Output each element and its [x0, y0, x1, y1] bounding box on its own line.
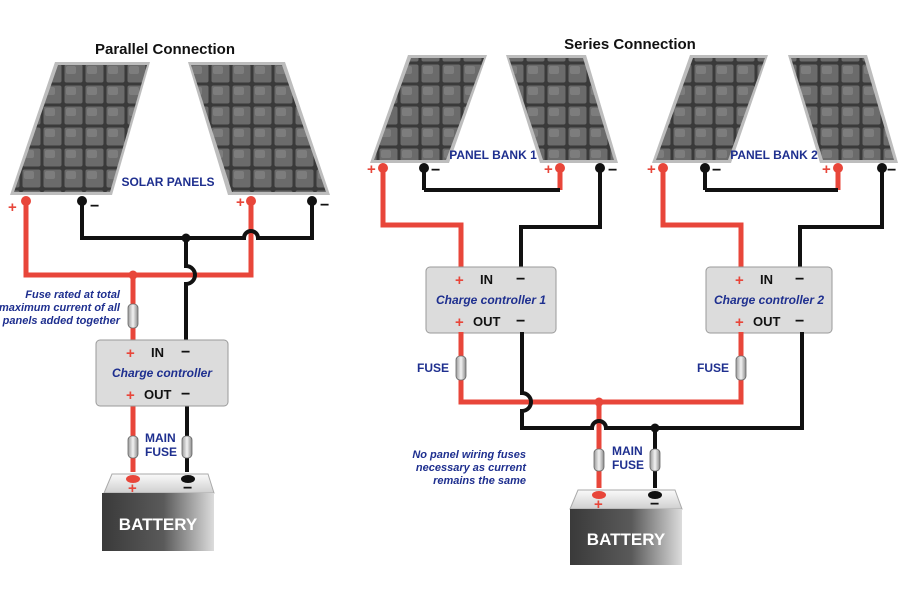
series-main-fuse-label-line1: MAIN [612, 444, 643, 458]
cc1-out-label: OUT [473, 314, 501, 329]
parallel-main-fuse-label-line1: MAIN [145, 431, 176, 445]
cc2-in-minus: − [795, 271, 804, 288]
cc1-in-plus: + [455, 272, 464, 289]
bank1-plus-sign-right: + [544, 161, 553, 178]
series-battery: + − BATTERY [569, 489, 683, 565]
bank1-right-positive-terminal [555, 163, 565, 173]
parallel-fuse-note-line2: maximum current of all [0, 302, 121, 314]
cc2-in-label: IN [760, 272, 773, 287]
bank2-left-negative-terminal [700, 163, 710, 173]
bank2-minus-sign-left: − [712, 162, 721, 179]
cc1-output-fuse [455, 355, 467, 381]
bank2-plus-sign-right: + [822, 161, 831, 178]
series-bank2-panel-left [652, 55, 768, 163]
bank1-positive-wire [380, 170, 464, 270]
bank1-left-negative-terminal [419, 163, 429, 173]
solar-panels-label: SOLAR PANELS [121, 175, 214, 189]
bank2-right-positive-terminal [833, 163, 843, 173]
series-output-negative-wire [520, 332, 804, 488]
cc1-out-plus: + [455, 314, 464, 331]
parallel-positive-junction [128, 270, 138, 280]
cc2-out-label: OUT [753, 314, 781, 329]
parallel-cc-out-label: OUT [144, 387, 172, 402]
parallel-fuse [127, 303, 139, 329]
parallel-panel1-negative-terminal [77, 196, 87, 206]
cc2-output-fuse [735, 355, 747, 381]
cc1-in-label: IN [480, 272, 493, 287]
parallel-negative-junction [181, 233, 191, 243]
cc2-in-plus: + [735, 272, 744, 289]
parallel-cc-in-plus: + [126, 345, 135, 362]
parallel-cc-out-minus: − [181, 386, 190, 403]
bank2-positive-terminal [658, 163, 668, 173]
parallel-panel2-minus-sign: − [320, 197, 329, 214]
parallel-fuse-note-line1: Fuse rated at total [25, 289, 121, 301]
bank1-negative-terminal [595, 163, 605, 173]
series-main-fuse-negative [649, 448, 661, 472]
bank1-minus-sign-left: − [431, 162, 440, 179]
parallel-panel1-plus-sign: + [8, 199, 17, 216]
parallel-panel1-minus-sign: − [90, 198, 99, 215]
parallel-panel2-plus-sign: + [236, 194, 245, 211]
series-positive-junction [594, 397, 604, 407]
parallel-panel2-positive-terminal [246, 196, 256, 206]
series-bank2-panel-right [788, 55, 898, 163]
series-charge-controller-2: + IN − Charge controller 2 + OUT − [705, 266, 833, 334]
parallel-solar-panel-left [10, 62, 150, 195]
panel-bank-2-label: PANEL BANK 2 [730, 148, 818, 162]
bank2-plus-sign-left: + [647, 161, 656, 178]
series-note-line2: necessary as current [416, 462, 527, 474]
bank1-plus-sign-left: + [367, 161, 376, 178]
cc1-out-minus: − [516, 313, 525, 330]
bank1-positive-terminal [378, 163, 388, 173]
parallel-panel2-negative-terminal [307, 196, 317, 206]
parallel-main-fuse-positive [127, 435, 139, 459]
cc1-in-minus: − [516, 271, 525, 288]
parallel-title: Parallel Connection [95, 41, 235, 58]
cc1-name: Charge controller 1 [436, 293, 546, 307]
series-note-line3: remains the same [433, 475, 526, 487]
series-title: Series Connection [564, 36, 696, 53]
series-main-fuse-label-line2: FUSE [612, 458, 644, 472]
series-negative-junction [650, 423, 660, 433]
parallel-cc-in-label: IN [151, 345, 164, 360]
parallel-battery-minus: − [183, 480, 192, 497]
cc2-out-minus: − [795, 313, 804, 330]
parallel-main-fuse-negative [181, 435, 193, 459]
parallel-panel1-positive-terminal [21, 196, 31, 206]
series-battery-minus: − [650, 496, 659, 513]
parallel-cc-in-minus: − [181, 344, 190, 361]
series-battery-plus: + [594, 496, 603, 513]
cc2-out-plus: + [735, 314, 744, 331]
series-main-fuse-positive [593, 448, 605, 472]
parallel-negative-wire [80, 202, 314, 347]
parallel-solar-panel-right [188, 62, 330, 195]
parallel-charge-controller: + IN − Charge controller + OUT − [95, 339, 229, 407]
cc1-fuse-label: FUSE [417, 361, 449, 375]
parallel-cc-name: Charge controller [112, 366, 213, 380]
parallel-cc-out-plus: + [126, 387, 135, 404]
series-battery-label: BATTERY [587, 530, 666, 549]
parallel-battery: + − BATTERY [102, 473, 215, 551]
bank1-minus-sign-right: − [608, 162, 617, 179]
parallel-battery-plus: + [128, 480, 137, 497]
parallel-fuse-note-line3: panels added together [2, 315, 121, 327]
panel-bank-1-label: PANEL BANK 1 [449, 148, 537, 162]
series-note-line1: No panel wiring fuses [412, 449, 526, 461]
bank2-negative-terminal [877, 163, 887, 173]
bank2-positive-wire [660, 170, 744, 270]
series-charge-controller-1: + IN − Charge controller 1 + OUT − [425, 266, 557, 334]
bank2-minus-sign-right: − [887, 162, 896, 179]
bank2-negative-wire [798, 170, 884, 270]
series-bank1-panel-left [370, 55, 487, 163]
cc2-fuse-label: FUSE [697, 361, 729, 375]
series-bank1-panel-right [506, 55, 618, 163]
parallel-main-fuse-label-line2: FUSE [145, 445, 177, 459]
parallel-battery-label: BATTERY [119, 515, 198, 534]
cc2-name: Charge controller 2 [714, 293, 824, 307]
bank1-negative-wire [519, 170, 602, 270]
